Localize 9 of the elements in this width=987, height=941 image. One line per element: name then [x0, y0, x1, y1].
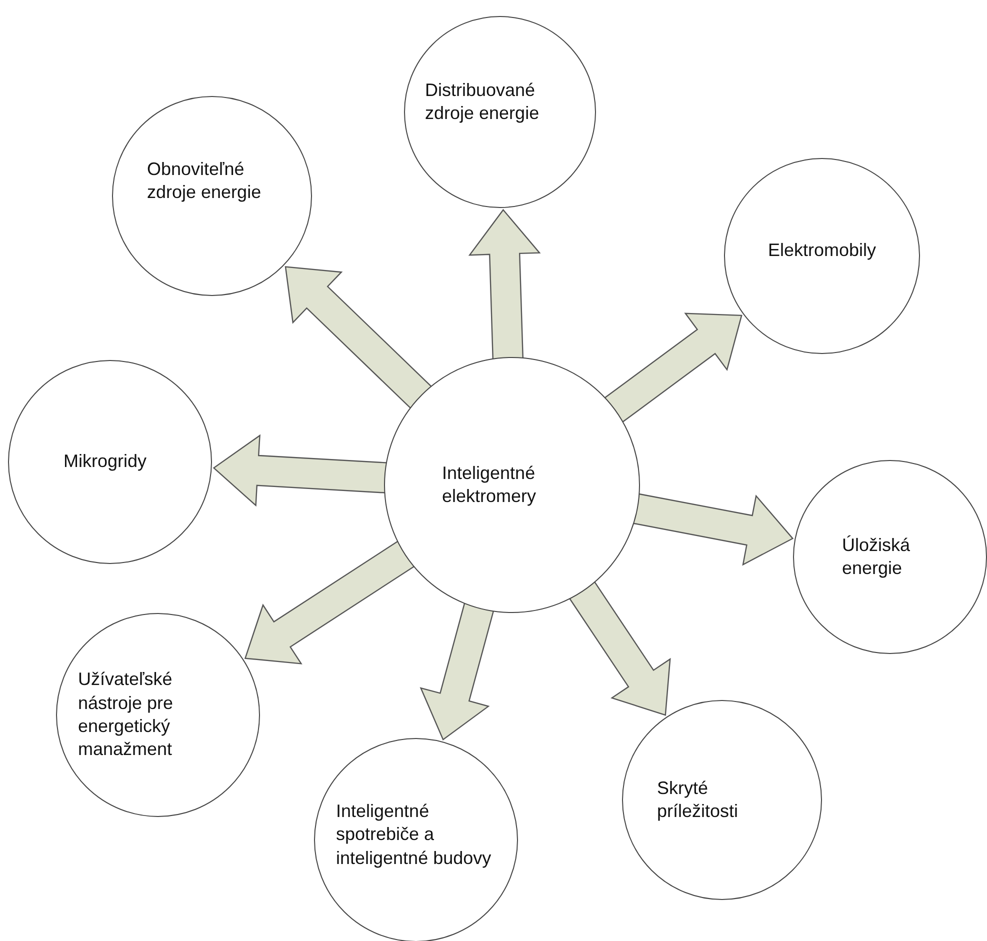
node-label: Skryté príležitosti: [657, 776, 740, 823]
node-label: Úložiská energie: [842, 534, 912, 580]
node-label: Distribuované zdroje energie: [425, 78, 540, 125]
node-label: Inteligentné elektromery: [442, 462, 538, 508]
node-label: Mikrogridy: [63, 450, 146, 474]
node-label: Užívateľské nástroje pre energetický manažment: [78, 668, 174, 762]
node-label: Elektromobily: [768, 239, 876, 262]
node-label: Obnoviteľné zdroje energie: [147, 158, 262, 204]
node-label: Inteligentné spotrebiče a inteligentné budovy: [336, 800, 492, 870]
